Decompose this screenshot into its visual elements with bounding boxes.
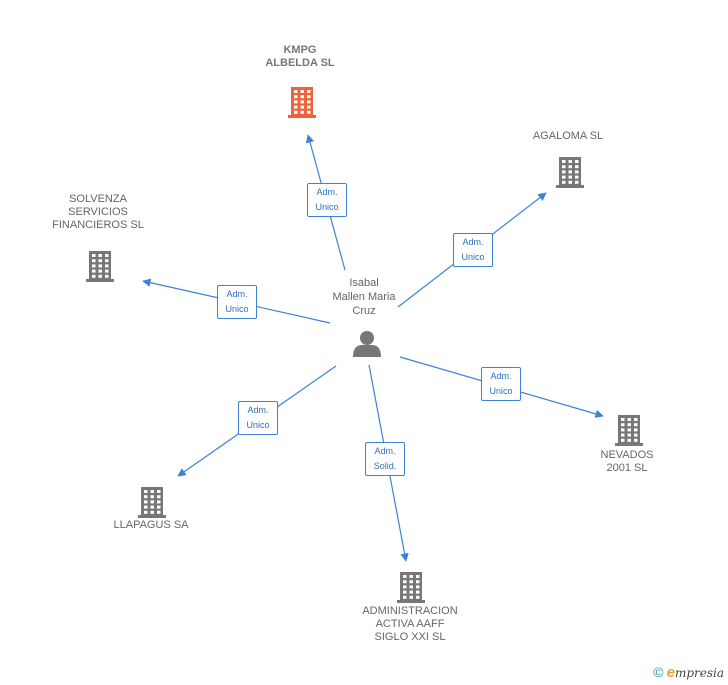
relation-text: Unico bbox=[461, 252, 485, 262]
company-name-line: LLAPAGUS SA bbox=[113, 519, 189, 531]
relation-badge-nevados[interactable]: Adm. Unico bbox=[481, 367, 521, 401]
company-name-line: ALBELDA SL bbox=[265, 57, 335, 69]
center-name-line: Cruz bbox=[352, 305, 376, 317]
relation-text: Solid. bbox=[373, 461, 397, 471]
building-icon bbox=[138, 487, 166, 518]
building-icon bbox=[86, 251, 114, 282]
company-name-line: SIGLO XXI SL bbox=[374, 631, 446, 643]
building-icon bbox=[615, 415, 643, 446]
relation-text: Adm. bbox=[462, 237, 484, 247]
relation-text: Unico bbox=[225, 304, 249, 314]
footer-brand: ©empresia bbox=[653, 664, 724, 681]
relation-badge-solvenza[interactable]: Adm. Unico bbox=[217, 285, 257, 319]
company-name-line: FINANCIEROS SL bbox=[52, 219, 144, 231]
relation-badge-administracion[interactable]: Adm. Solid. bbox=[365, 442, 405, 476]
brand-name: mpresia bbox=[674, 666, 724, 680]
relation-text: Unico bbox=[315, 202, 339, 212]
person-icon bbox=[353, 331, 381, 357]
building-icon bbox=[397, 572, 425, 603]
relation-text: Unico bbox=[489, 386, 513, 396]
center-name-line: Isabal bbox=[349, 277, 379, 289]
company-label-llapagus[interactable]: LLAPAGUS SA bbox=[114, 519, 189, 532]
relation-text: Adm. bbox=[226, 289, 248, 299]
copyright-mark: © bbox=[653, 664, 664, 680]
company-name-line: SERVICIOS bbox=[68, 206, 128, 218]
company-name-line: 2001 SL bbox=[606, 462, 648, 474]
center-name-line: Mallen Maria bbox=[332, 291, 396, 303]
company-name-line: ACTIVA AAFF bbox=[375, 618, 445, 630]
brand-initial: e bbox=[666, 664, 675, 681]
relation-badge-llapagus[interactable]: Adm. Unico bbox=[238, 401, 278, 435]
company-name-line: AGALOMA SL bbox=[532, 130, 604, 142]
relation-badge-kmpg[interactable]: Adm. Unico bbox=[307, 183, 347, 217]
company-name-line: SOLVENZA bbox=[69, 193, 127, 205]
relation-text: Adm. bbox=[374, 446, 396, 456]
relation-text: Adm. bbox=[490, 371, 512, 381]
relation-badge-agaloma[interactable]: Adm. Unico bbox=[453, 233, 493, 267]
building-icon bbox=[288, 87, 316, 118]
building-icon bbox=[556, 157, 584, 188]
company-name-line: KMPG bbox=[283, 44, 317, 56]
relation-text: Adm. bbox=[247, 405, 269, 415]
icons-layer bbox=[86, 87, 643, 603]
company-name-line: ADMINISTRACION bbox=[362, 605, 458, 617]
company-label-agaloma[interactable]: AGALOMA SL bbox=[533, 130, 603, 143]
relation-text: Unico bbox=[246, 420, 270, 430]
company-name-line: NEVADOS bbox=[600, 449, 654, 461]
relation-text: Adm. bbox=[316, 187, 338, 197]
